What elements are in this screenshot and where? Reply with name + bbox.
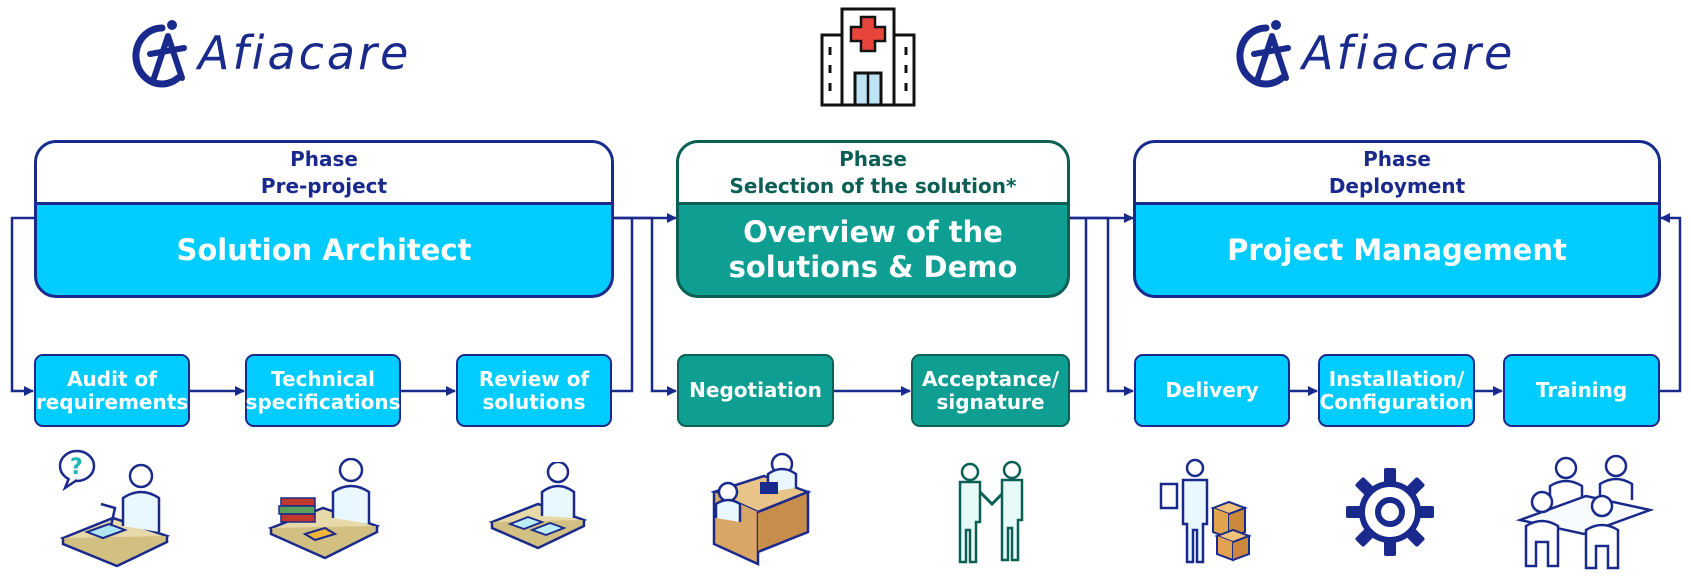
afiacare-wordmark: Afiacare: [1302, 26, 1516, 80]
phase-name: Deployment: [1328, 173, 1466, 198]
person-documents-desk-icon: [488, 462, 588, 550]
phase-title: Overview of the solutions & Demo: [728, 215, 1018, 284]
phase-name: Pre-project: [260, 173, 388, 198]
step-installation-configuration: Installation/ Configuration: [1318, 354, 1475, 427]
phase-title: Solution Architect: [176, 232, 472, 267]
step-acceptance-signature: Acceptance/ signature: [911, 354, 1070, 427]
phase-title: Project Management: [1227, 232, 1567, 267]
phase-label: Phase: [1363, 146, 1431, 171]
phase-deployment: Phase Deployment Project Management: [1133, 140, 1661, 298]
person-books-desk-icon: [267, 458, 381, 560]
phase-header: Phase Pre-project: [37, 143, 611, 205]
step-delivery: Delivery: [1134, 354, 1290, 427]
phase-pre-project: Phase Pre-project Solution Architect: [34, 140, 614, 298]
svg-text:?: ?: [70, 455, 83, 480]
afiacare-symbol-icon: [1236, 20, 1291, 88]
hospital-icon: [820, 7, 916, 107]
step-negotiation: Negotiation: [677, 354, 834, 427]
phase-header: Phase Selection of the solution*: [679, 143, 1067, 205]
phase-header: Phase Deployment: [1136, 143, 1658, 205]
group-training-icon: [1515, 454, 1655, 570]
phase-selection: Phase Selection of the solution* Overvie…: [676, 140, 1070, 298]
gear-icon: [1346, 468, 1434, 556]
step-training: Training: [1503, 354, 1660, 427]
afiacare-symbol-icon: [132, 20, 187, 88]
phase-label: Phase: [839, 146, 907, 171]
step-technical-specifications: Technical specifications: [245, 354, 401, 427]
afiacare-wordmark: Afiacare: [198, 26, 412, 80]
step-review-of-solutions: Review of solutions: [456, 354, 612, 427]
phase-label: Phase: [290, 146, 358, 171]
handshake-icon: [958, 460, 1024, 564]
step-audit-of-requirements: Audit of requirements: [34, 354, 190, 427]
phase-name: Selection of the solution*: [729, 173, 1017, 198]
delivery-boxes-icon: [1159, 458, 1252, 564]
afiacare-logo-left: Afiacare: [128, 18, 411, 88]
meeting-desk-icon: [710, 452, 812, 566]
afiacare-logo-right: Afiacare: [1232, 18, 1515, 88]
person-phone-desk-icon: ?: [58, 449, 171, 568]
